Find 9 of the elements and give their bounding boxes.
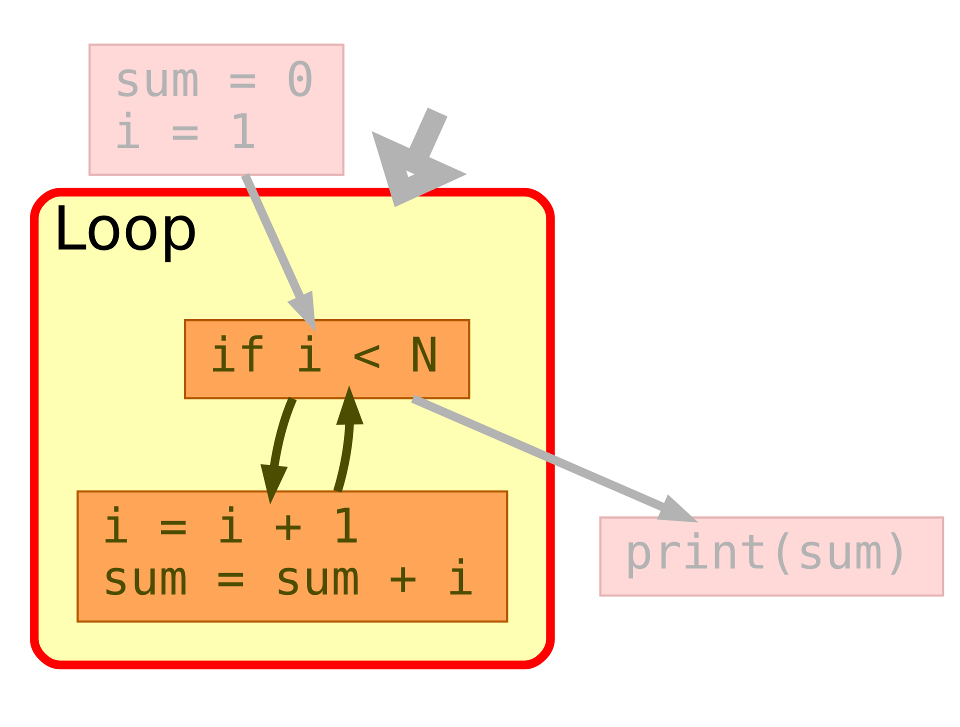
arrow: [333, 385, 364, 493]
arrow: [372, 108, 468, 208]
arrow: [411, 394, 698, 522]
arrow: [241, 173, 316, 332]
node-box: i = i + 1 sum = sum + i: [76, 490, 508, 623]
node-box: print(sum): [599, 516, 944, 597]
node-box: if i < N: [184, 319, 470, 400]
arrow: [260, 396, 297, 504]
node-box: sum = 0 i = 1: [88, 44, 344, 176]
